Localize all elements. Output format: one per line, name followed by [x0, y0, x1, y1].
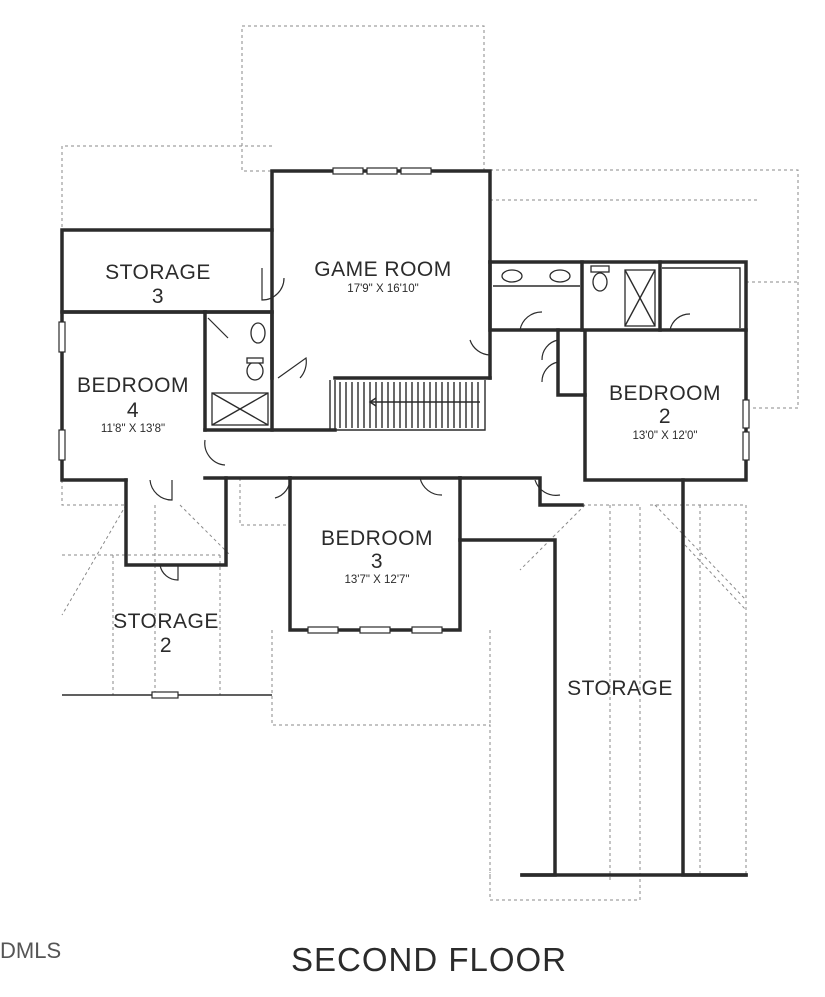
svg-text:4: 4 [127, 399, 139, 422]
floor-title: SECOND FLOOR [291, 941, 567, 978]
bath-fixtures [211, 265, 741, 426]
svg-text:STORAGE: STORAGE [113, 610, 219, 633]
svg-text:BEDROOM: BEDROOM [609, 382, 721, 405]
svg-text:STORAGE: STORAGE [105, 261, 211, 284]
svg-text:3: 3 [371, 550, 383, 573]
mls-watermark: DMLS [0, 938, 61, 963]
storage-label: STORAGE [567, 677, 673, 700]
svg-text:STORAGE: STORAGE [567, 677, 673, 700]
staircase [339, 382, 479, 428]
svg-text:13'0" X 12'0": 13'0" X 12'0" [633, 430, 698, 442]
svg-text:GAME ROOM: GAME ROOM [314, 258, 452, 281]
windows [58, 167, 750, 699]
roof-outline [61, 25, 799, 901]
door-swings [149, 268, 691, 581]
svg-text:3: 3 [152, 285, 164, 308]
storage-2-label: STORAGE 2 [113, 610, 219, 657]
svg-text:BEDROOM: BEDROOM [321, 527, 433, 550]
svg-text:11'8" X 13'8": 11'8" X 13'8" [101, 423, 165, 435]
bedroom-4-label: BEDROOM 4 11'8" X 13'8" [77, 374, 189, 435]
svg-text:13'7" X 12'7": 13'7" X 12'7" [345, 574, 410, 586]
svg-text:BEDROOM: BEDROOM [77, 374, 189, 397]
svg-text:2: 2 [160, 634, 172, 657]
storage-3-label: STORAGE 3 [105, 261, 211, 308]
svg-text:17'9" X 16'10": 17'9" X 16'10" [347, 283, 418, 295]
bedroom-2-label: BEDROOM 2 13'0" X 12'0" [609, 382, 721, 442]
game-room-label: GAME ROOM 17'9" X 16'10" [314, 258, 452, 295]
bedroom-3-label: BEDROOM 3 13'7" X 12'7" [321, 527, 433, 586]
svg-text:2: 2 [659, 405, 671, 428]
stair-arrow [368, 397, 480, 407]
